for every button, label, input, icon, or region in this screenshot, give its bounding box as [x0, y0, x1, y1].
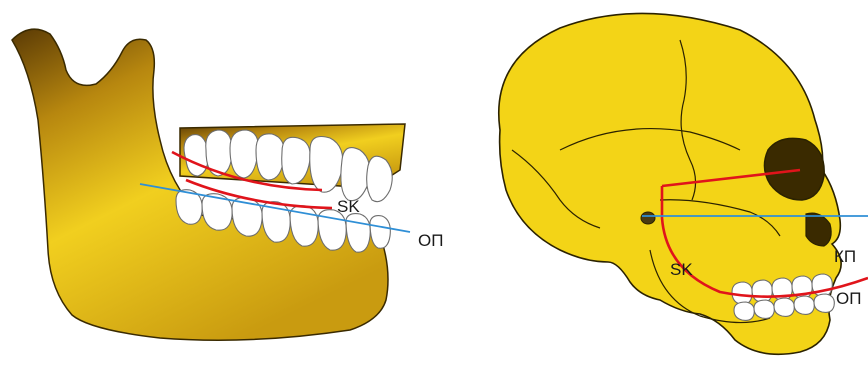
- mandible-illustration: SK ОП: [12, 29, 443, 340]
- sk-label: SK: [670, 260, 693, 279]
- sk-label: SK: [337, 197, 360, 216]
- kp-label: КП: [834, 247, 856, 266]
- op-label: ОП: [418, 231, 443, 250]
- op-label: ОП: [836, 289, 861, 308]
- skull-illustration: КП SK ОП: [499, 13, 868, 354]
- ear-canal: [641, 212, 655, 224]
